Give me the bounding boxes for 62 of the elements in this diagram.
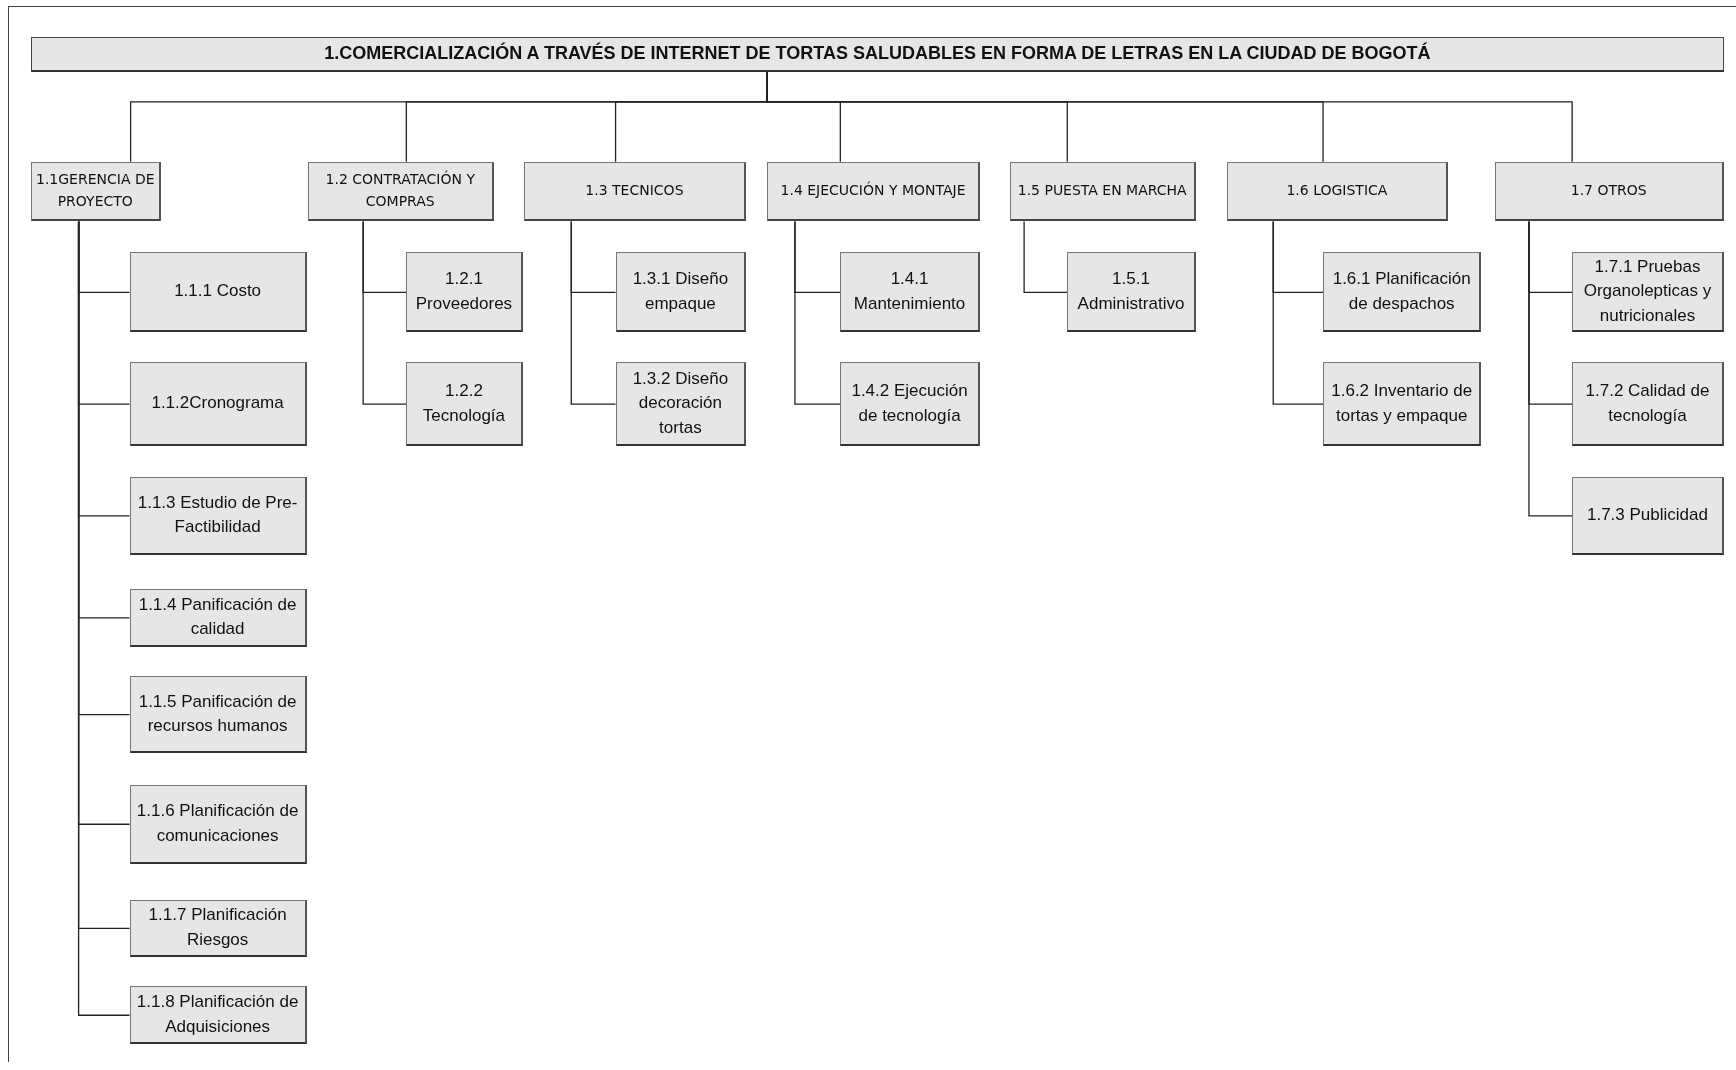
node-label: 1.3.2 Diseño decoración tortas xyxy=(631,367,730,439)
phase-box xyxy=(1226,161,1449,222)
task-box xyxy=(1323,362,1482,447)
phase-box xyxy=(523,161,747,222)
task-box xyxy=(1067,252,1196,333)
node-label: 1.2 CONTRATACIÓN Y COMPRAS xyxy=(324,169,476,212)
phase-box xyxy=(1009,161,1196,222)
task-box xyxy=(1572,252,1724,333)
node-label: 1.6 LOGISTICA xyxy=(1286,181,1388,201)
connector-line xyxy=(1528,220,1573,517)
node-label: 1.1.8 Planificación de Adquisiciones xyxy=(135,991,300,1038)
node-label: 1.5.1 Administrativo xyxy=(1076,268,1186,315)
node-label: 1.1.7 Planificación Riesgos xyxy=(147,904,288,951)
node-label: 1.1.3 Estudio de Pre-Factibilidad xyxy=(136,491,299,539)
task-box xyxy=(615,362,747,447)
node-label: 1.1.4 Panificación de calidad xyxy=(137,593,298,641)
phase-box xyxy=(307,161,494,222)
node-label: 1.1GERENCIA DE PROYECTO xyxy=(35,170,156,212)
node-label: 1.3 TECNICOS xyxy=(585,181,684,201)
node-label: 1.COMERCIALIZACIÓN A TRAVÉS DE INTERNET DE TORTAS SALUDABLES EN FORMA DE LETRAS EN LA CIUDAD DE BOGOTÁ xyxy=(324,43,1431,65)
task-box xyxy=(406,252,523,333)
node-label: 1.1.5 Panificación de recursos humanos xyxy=(137,690,298,738)
connector-line xyxy=(570,220,617,405)
node-label: 1.1.2Cronograma xyxy=(151,392,284,415)
node-label: 1.2.2 Tecnología xyxy=(421,379,507,427)
node-label: 1.3.1 Diseño empaque xyxy=(631,268,730,315)
task-box xyxy=(129,900,307,957)
task-box xyxy=(840,362,980,447)
task-box xyxy=(1572,477,1724,555)
connector-line xyxy=(1272,220,1324,405)
node-label: 1.4.1 Mantenimiento xyxy=(852,268,967,315)
node-label: 1.6.1 Planificación de despachos xyxy=(1331,268,1472,315)
task-box xyxy=(129,676,307,753)
node-label: 1.2.1 Proveedores xyxy=(414,268,514,315)
node-label: 1.7.3 Publicidad xyxy=(1587,504,1708,527)
task-box xyxy=(406,362,523,447)
node-label: 1.5 PUESTA EN MARCHA xyxy=(1017,181,1187,201)
node-label: 1.6.2 Inventario de tortas y empaque xyxy=(1330,379,1474,427)
task-box xyxy=(129,362,307,447)
phase-box xyxy=(767,161,980,222)
task-box xyxy=(129,589,307,647)
task-box xyxy=(1572,362,1724,447)
node-label: 1.7.2 Calidad de tecnología xyxy=(1584,379,1711,427)
connector-line xyxy=(362,220,407,405)
node-label: 1.4.2 Ejecución de tecnología xyxy=(850,379,969,427)
node-label: 1.1.6 Planificación de comunicaciones xyxy=(135,800,300,847)
task-box xyxy=(1323,252,1482,333)
task-box xyxy=(129,986,307,1044)
node-label: 1.4 EJECUCIÓN Y MONTAJE xyxy=(780,180,966,201)
connector-line xyxy=(794,220,841,405)
task-box xyxy=(129,784,307,864)
connector-line xyxy=(1023,220,1068,293)
node-label: 1.1.1 Costo xyxy=(174,280,262,303)
phase-box xyxy=(31,161,161,222)
task-box xyxy=(840,252,980,333)
task-box xyxy=(129,252,307,333)
phase-box xyxy=(1494,161,1724,222)
task-box xyxy=(129,477,307,555)
node-label: 1.7 OTROS xyxy=(1570,181,1647,201)
node-label: 1.7.1 Pruebas Organolepticas y nutricionales xyxy=(1582,255,1713,328)
title-box xyxy=(31,36,1724,72)
task-box xyxy=(615,252,747,333)
